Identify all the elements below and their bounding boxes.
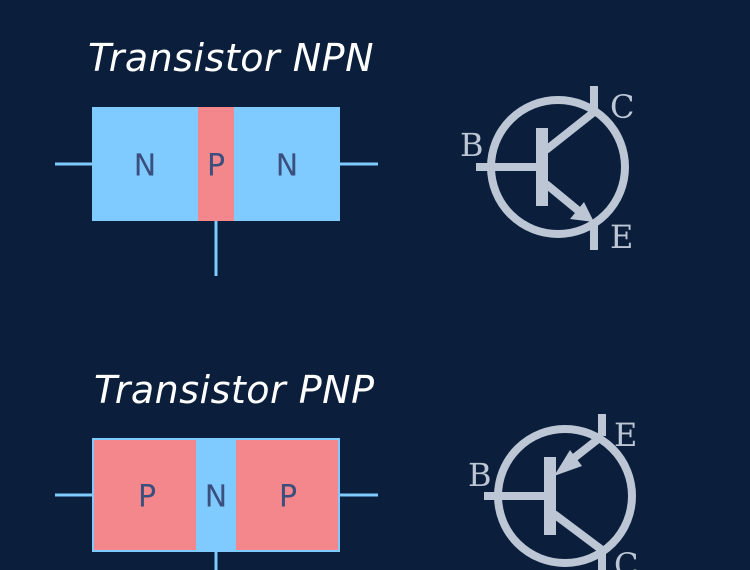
pnp-region-left-label: P (138, 480, 156, 515)
pnp-pin-collector-label: C (614, 546, 638, 570)
pnp-pin-emitter-label: E (614, 416, 637, 454)
npn-pin-emitter-label: E (610, 218, 633, 256)
npn-symbol-collector-wire (543, 108, 597, 154)
pnp-pin-base-label: B (468, 456, 492, 494)
npn-pin-collector-label: C (610, 88, 634, 126)
pnp-block-diagram: P N P (55, 438, 378, 570)
npn-region-left-label: N (134, 149, 156, 184)
npn-base-region (198, 107, 234, 221)
npn-transistor-symbol (476, 86, 629, 250)
pnp-emitter-arrow (554, 450, 582, 476)
pnp-region-right-label: P (279, 480, 297, 515)
npn-pin-base-label: B (460, 126, 484, 164)
pnp-title: Transistor PNP (94, 368, 375, 412)
pnp-right-region (236, 440, 338, 550)
pnp-left-region (94, 440, 196, 550)
npn-emitter-arrow (570, 202, 594, 222)
npn-symbol-emitter-wire (543, 180, 583, 216)
npn-title: Transistor NPN (88, 36, 375, 80)
pnp-transistor-symbol (484, 414, 636, 570)
npn-region-middle-label: P (207, 149, 225, 184)
pnp-symbol-collector-wire (551, 510, 605, 554)
npn-block-diagram: N P N (55, 107, 378, 276)
pnp-region-middle-label: N (205, 480, 227, 515)
pnp-symbol-emitter-wire (571, 432, 605, 462)
npn-region-right-label: N (276, 149, 298, 184)
